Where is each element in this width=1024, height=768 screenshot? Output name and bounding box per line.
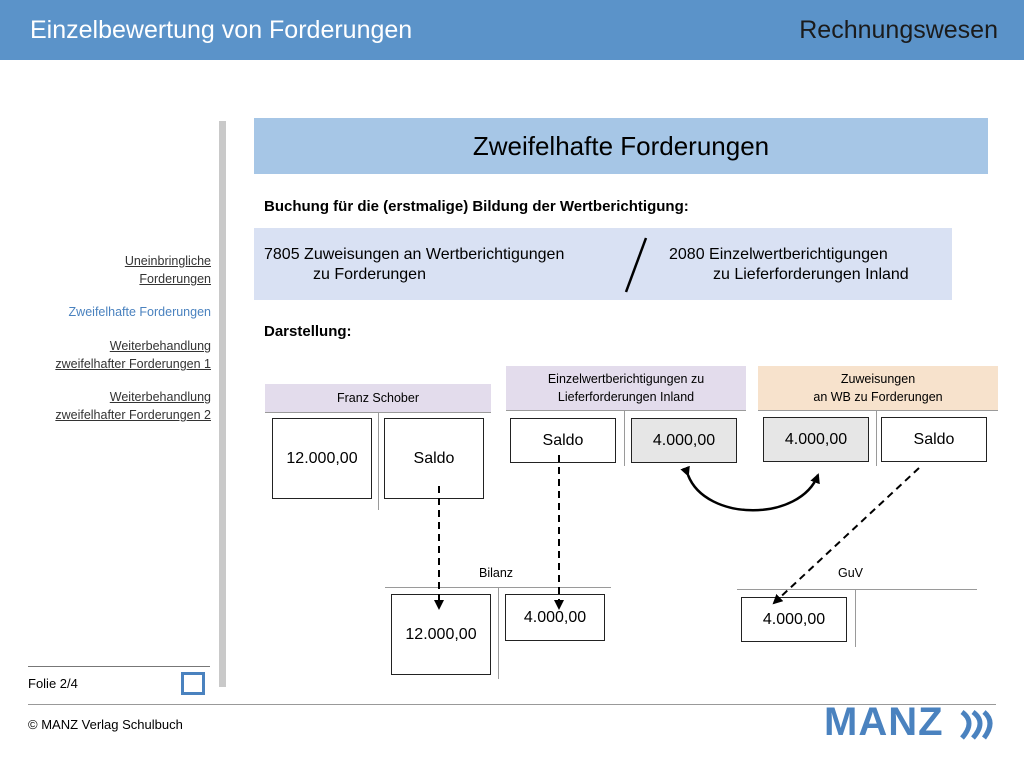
arrow-zuw-to-guv xyxy=(772,467,920,605)
booking-debit-line1: 7805 Zuweisungen an Wertberichtigungen xyxy=(264,246,565,263)
account-franz-title: Franz Schober xyxy=(337,391,419,405)
header-subject: Rechnungswesen xyxy=(799,16,998,44)
t-account-line xyxy=(498,587,499,679)
sidebar-divider xyxy=(219,121,226,687)
account-zuw-header: Zuweisungen an WB zu Forderungen xyxy=(758,366,998,410)
nav-item-label: Forderungen xyxy=(139,272,211,286)
account-ewb-header: Einzelwertberichtigungen zu Lieferforder… xyxy=(506,366,746,410)
account-franz-debit: 12.000,00 xyxy=(272,418,372,499)
t-account-line xyxy=(624,410,625,466)
t-account-line xyxy=(506,410,746,411)
nav-item-weiterbehandlung-2[interactable]: Weiterbehandlung zweifelhafter Forderung… xyxy=(55,388,211,424)
account-zuw-title-line1: Zuweisungen xyxy=(840,372,916,386)
booking-separator-slash xyxy=(624,237,648,293)
account-bilanz-title: Bilanz xyxy=(479,566,514,580)
nav-item-label: Zweifelhafte Forderungen xyxy=(68,305,211,319)
nav-item-zweifelhafte[interactable]: Zweifelhafte Forderungen xyxy=(69,303,211,321)
account-ewb-debit: Saldo xyxy=(510,418,616,463)
t-account-line xyxy=(855,589,856,647)
account-bilanz-debit: 12.000,00 xyxy=(391,594,491,675)
nav-item-label: Weiterbehandlung xyxy=(109,390,211,404)
t-account-line xyxy=(758,410,998,411)
account-guv-title: GuV xyxy=(838,566,864,580)
amount: 4.000,00 xyxy=(762,610,826,628)
amount: 12.000,00 xyxy=(286,449,358,467)
footer-divider xyxy=(28,666,210,667)
slide-counter: Folie 2/4 xyxy=(28,676,78,691)
account-ewb-title-line2: Lieferforderungen Inland xyxy=(557,390,695,404)
amount: Saldo xyxy=(542,431,584,449)
account-guv-debit: 4.000,00 xyxy=(741,597,847,642)
amount: 4.000,00 xyxy=(523,608,587,626)
account-zuw-credit: Saldo xyxy=(881,417,987,462)
slide-title: Zweifelhafte Forderungen xyxy=(254,118,988,174)
account-zuw-debit: 4.000,00 xyxy=(763,417,869,462)
booking-debit-line2: zu Forderungen xyxy=(313,266,426,283)
manz-logo-icon xyxy=(960,709,993,740)
copyright: © MANZ Verlag Schulbuch xyxy=(28,717,183,732)
t-account-line xyxy=(378,412,379,510)
nav-item-weiterbehandlung-1[interactable]: Weiterbehandlung zweifelhafter Forderung… xyxy=(55,337,211,373)
booking-credit-line1: 2080 Einzelwertberichtigungen xyxy=(669,246,888,263)
booking-box: 7805 Zuweisungen an Wertberichtigungen z… xyxy=(254,228,952,300)
account-franz-header: Franz Schober xyxy=(265,384,491,412)
account-zuw-title-line2: an WB zu Forderungen xyxy=(813,390,943,404)
account-ewb-credit: 4.000,00 xyxy=(631,418,737,463)
amount: Saldo xyxy=(413,449,455,467)
amount: Saldo xyxy=(913,430,955,448)
header-bar: Einzelbewertung von Forderungen Rechnung… xyxy=(0,0,1024,60)
nav-item-label: zweifelhafter Forderungen 1 xyxy=(55,357,211,371)
amount: 4.000,00 xyxy=(652,431,716,449)
navigation-square-icon[interactable] xyxy=(181,672,205,695)
booking-heading: Buchung für die (erstmalige) Bildung der… xyxy=(264,198,689,215)
amount: 4.000,00 xyxy=(784,430,848,448)
nav-item-uneinbringliche[interactable]: Uneinbringliche Forderungen xyxy=(125,252,211,288)
nav-item-label: zweifelhafter Forderungen 2 xyxy=(55,408,211,422)
account-ewb-title-line1: Einzelwertberichtigungen zu xyxy=(547,372,705,386)
account-franz-credit: Saldo xyxy=(384,418,484,499)
t-account-line xyxy=(876,410,877,466)
booking-credit-line2: zu Lieferforderungen Inland xyxy=(713,266,909,283)
footer-divider xyxy=(28,704,996,705)
darstellung-label: Darstellung: xyxy=(264,323,352,340)
manz-logo: MANZ xyxy=(824,700,944,744)
nav-item-label: Uneinbringliche xyxy=(124,254,211,268)
header-title: Einzelbewertung von Forderungen xyxy=(30,16,413,44)
amount: 12.000,00 xyxy=(405,625,477,643)
t-account-line xyxy=(737,589,977,590)
arrow-ewb-zuw-curve xyxy=(680,465,820,512)
nav-item-label: Weiterbehandlung xyxy=(109,339,211,353)
